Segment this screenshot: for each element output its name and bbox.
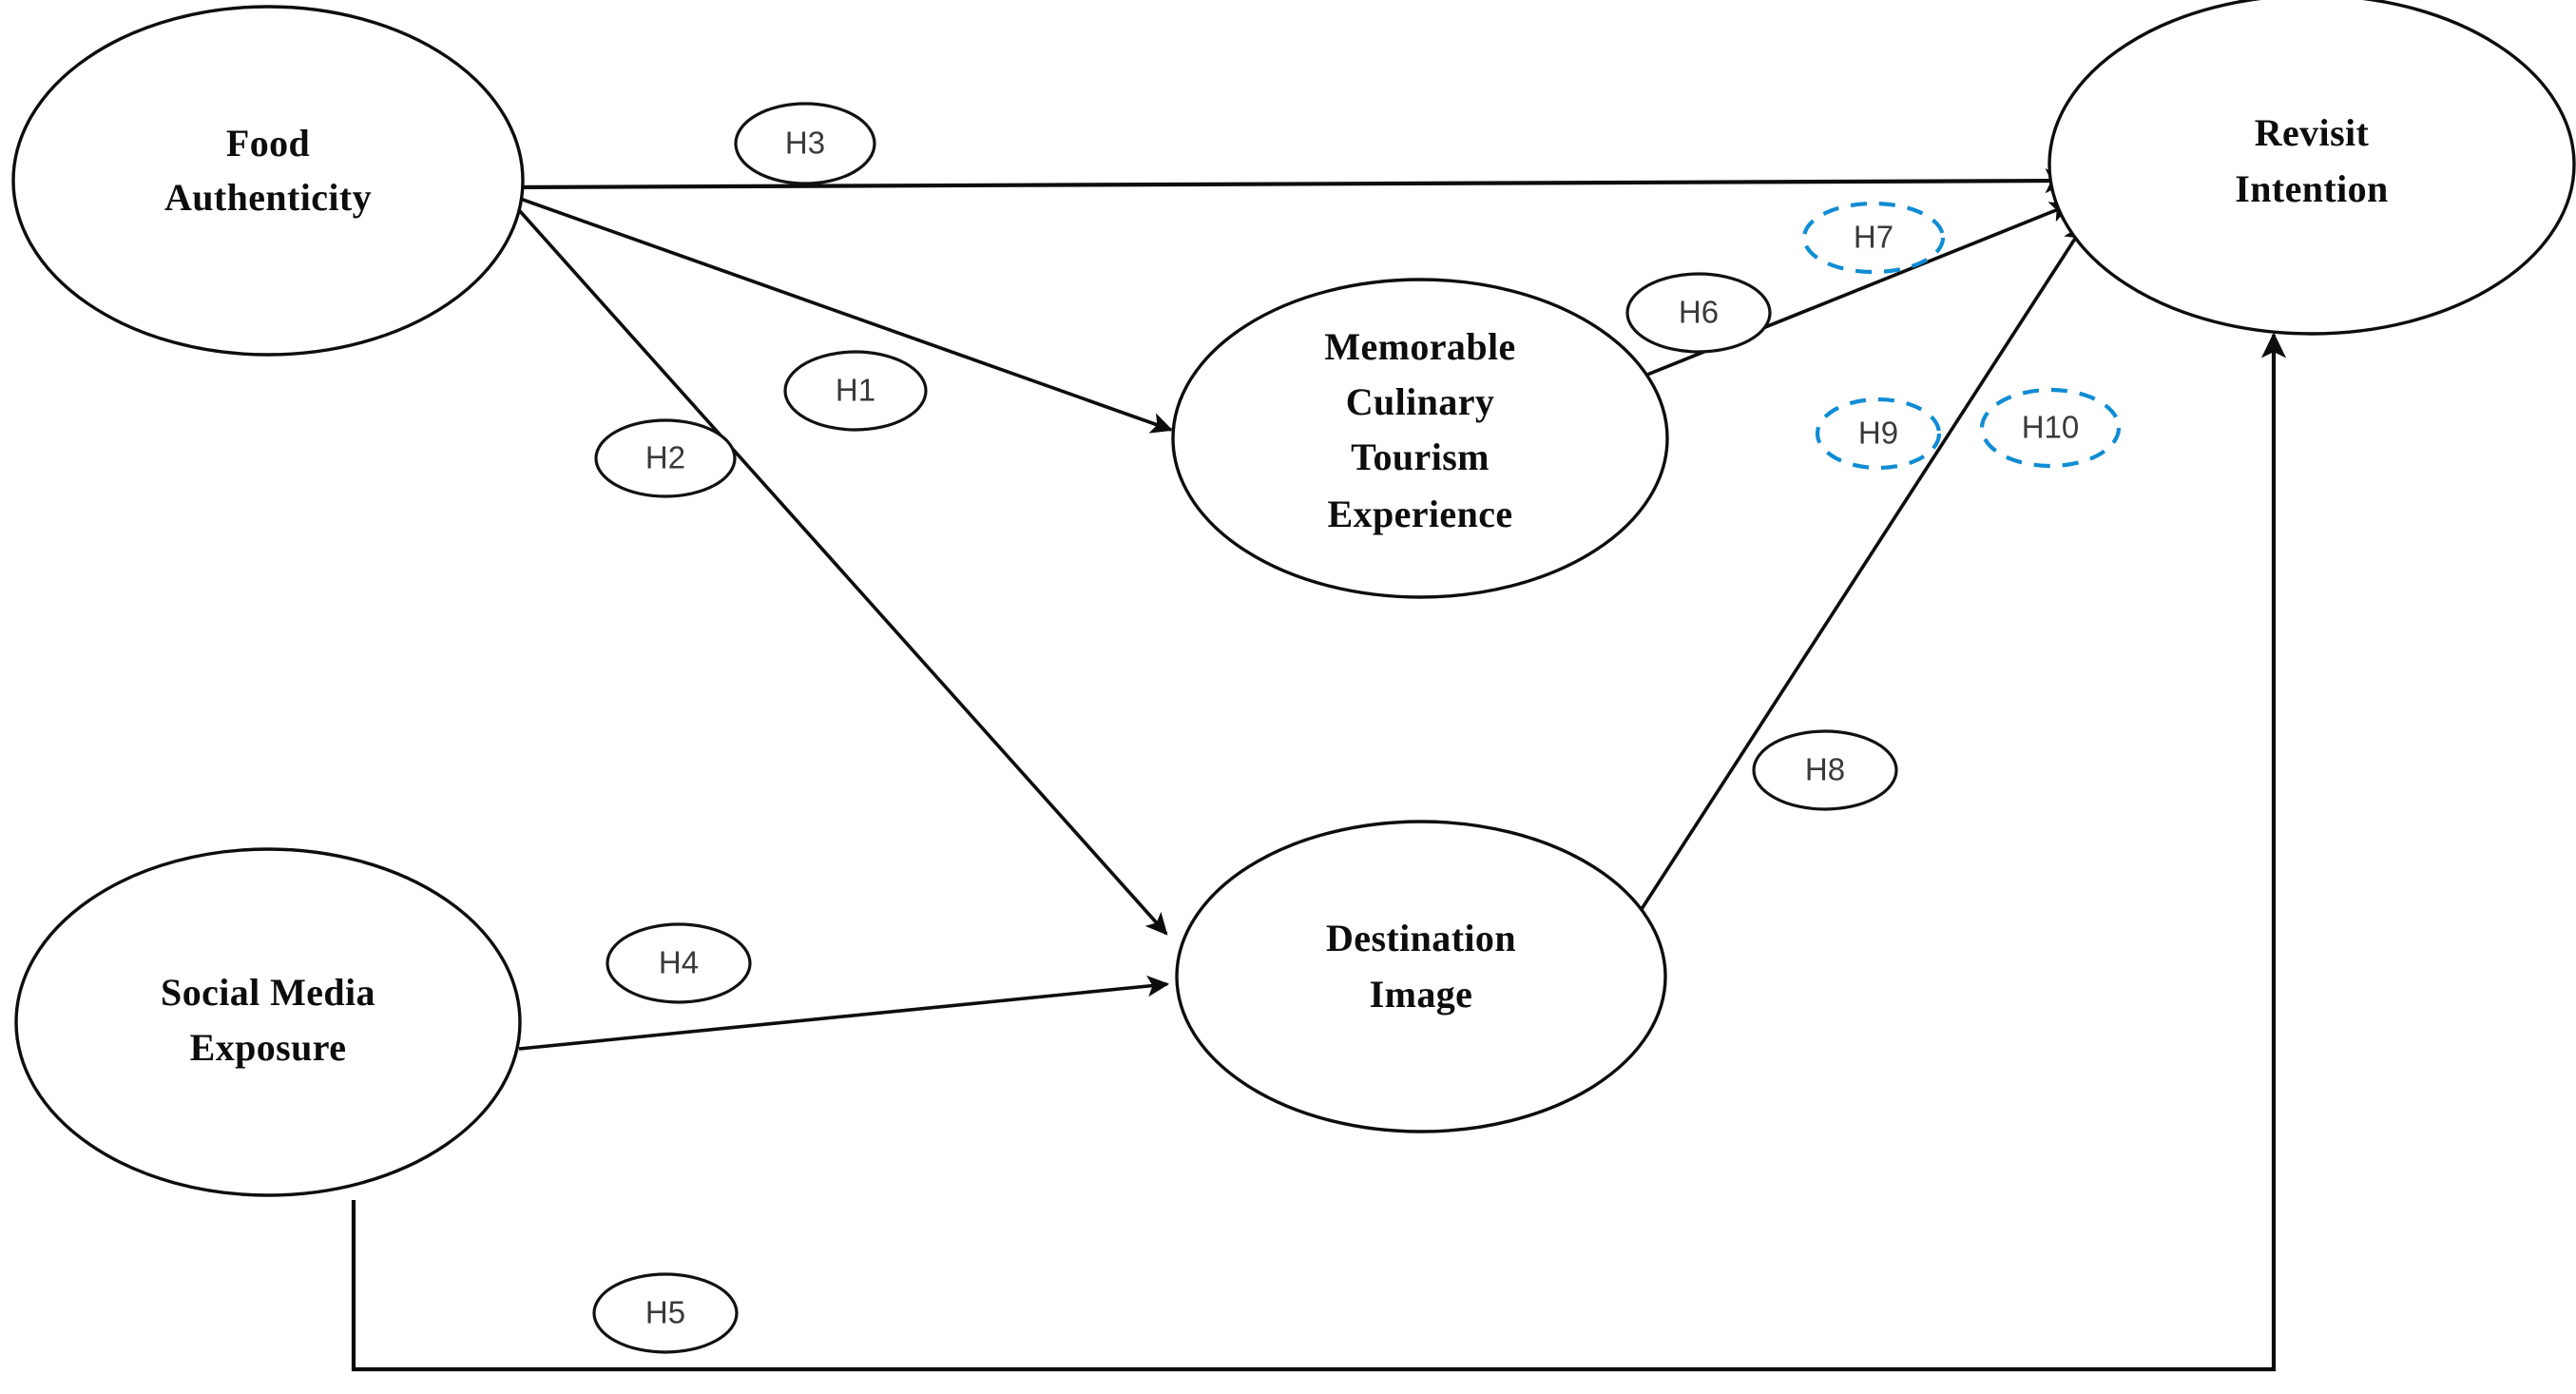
hypothesis-ellipse-h3 xyxy=(734,102,876,185)
construct-label-social-media-line1: Social Media xyxy=(161,971,375,1014)
construct-label-revisit-intention-line2: Intention xyxy=(2235,167,2388,210)
arrow-memorable-experience-to-revisit-intention xyxy=(1618,202,2073,388)
construct-food-authenticity[interactable]: Food Authenticity xyxy=(11,5,525,357)
hypothesis-ellipse-h8 xyxy=(1752,729,1898,811)
construct-label-memorable-line1: Memorable xyxy=(1324,325,1515,368)
hypothesis-label-h9: H9 xyxy=(1858,416,1898,451)
construct-ellipse-memorable-culinary-tourism-experience xyxy=(1171,278,1669,599)
relation-h8 xyxy=(1640,223,2086,910)
construct-label-destination-image-line2: Image xyxy=(1370,973,1473,1016)
hypothesis-label-h3: H3 xyxy=(785,126,825,161)
hypothesis-badge-h4[interactable]: H4 xyxy=(606,922,752,1004)
hypothesis-label-h4: H4 xyxy=(659,945,699,980)
hypothesis-label-h10: H10 xyxy=(2022,410,2080,445)
hypothesis-ellipse-h4 xyxy=(606,922,752,1004)
arrow-food-authenticity-to-memorable-experience xyxy=(509,193,1174,434)
arrow-food-authenticity-to-destination-image xyxy=(509,200,1168,936)
hypothesis-badge-h6[interactable]: H6 xyxy=(1625,272,1772,354)
hypothesis-label-h8: H8 xyxy=(1805,752,1845,787)
hypothesis-label-h2: H2 xyxy=(645,440,685,475)
construct-social-media-exposure[interactable]: Social Media Exposure xyxy=(14,847,522,1197)
arrow-destination-image-to-revisit-intention xyxy=(1640,223,2086,910)
arrow-social-media-to-destination-image xyxy=(518,975,1170,1051)
relation-h1 xyxy=(509,193,1174,434)
hypothesis-ellipse-h10 xyxy=(1979,387,2122,469)
hypothesis-badge-h1[interactable]: H1 xyxy=(783,350,928,432)
construct-label-revisit-intention-line1: Revisit xyxy=(2255,111,2370,154)
arrow-social-media-to-revisit-intention xyxy=(351,332,2287,1372)
hypothesis-label-h6: H6 xyxy=(1679,295,1719,330)
relation-h2 xyxy=(509,200,1168,936)
relation-h3 xyxy=(506,168,2071,194)
construct-label-memorable-line4: Experience xyxy=(1327,493,1512,535)
construct-destination-image[interactable]: Destination Image xyxy=(1175,820,1667,1133)
construct-label-memorable-line2: Culinary xyxy=(1346,380,1495,423)
hypothesis-badge-h7[interactable]: H7 xyxy=(1801,201,1946,275)
construct-label-memorable-line3: Tourism xyxy=(1351,436,1490,478)
construct-label-destination-image-line1: Destination xyxy=(1326,917,1516,959)
construct-label-social-media-line2: Exposure xyxy=(190,1026,347,1069)
construct-ellipse-destination-image xyxy=(1175,820,1667,1133)
hypothesis-badge-h5[interactable]: H5 xyxy=(592,1272,739,1354)
hypothesis-label-h1: H1 xyxy=(836,373,875,408)
hypothesis-badge-h9[interactable]: H9 xyxy=(1815,397,1942,471)
construct-ellipse-social-media-exposure xyxy=(14,847,522,1197)
hypothesis-ellipse-h6 xyxy=(1625,272,1772,354)
relation-h6 xyxy=(1618,202,2073,388)
hypothesis-ellipse-h9 xyxy=(1815,397,1942,471)
hypothesis-ellipse-h1 xyxy=(783,350,928,432)
construct-ellipse-food-authenticity xyxy=(11,5,525,357)
construct-ellipse-revisit-intention xyxy=(2047,0,2576,336)
hypothesis-ellipse-h5 xyxy=(592,1272,739,1354)
hypothesis-badge-h10[interactable]: H10 xyxy=(1979,387,2122,469)
construct-label-food-authenticity-line2: Authenticity xyxy=(164,176,372,219)
hypothesis-ellipse-h7 xyxy=(1801,201,1946,275)
hypothesis-badge-h2[interactable]: H2 xyxy=(594,418,737,498)
hypothesis-ellipse-h2 xyxy=(594,418,737,498)
relation-h4 xyxy=(518,975,1170,1051)
construct-revisit-intention[interactable]: Revisit Intention xyxy=(2047,0,2576,336)
relation-h5 xyxy=(351,332,2287,1372)
hypothesis-badge-h8[interactable]: H8 xyxy=(1752,729,1898,811)
hypothesis-label-h7: H7 xyxy=(1854,220,1894,255)
hypothesis-badge-h3[interactable]: H3 xyxy=(734,102,876,185)
hypothesis-label-h5: H5 xyxy=(645,1295,685,1330)
arrow-food-authenticity-to-revisit-intention xyxy=(506,168,2071,194)
construct-memorable-culinary-tourism-experience[interactable]: Memorable Culinary Tourism Experience xyxy=(1171,278,1669,599)
construct-label-food-authenticity-line1: Food xyxy=(226,122,310,165)
